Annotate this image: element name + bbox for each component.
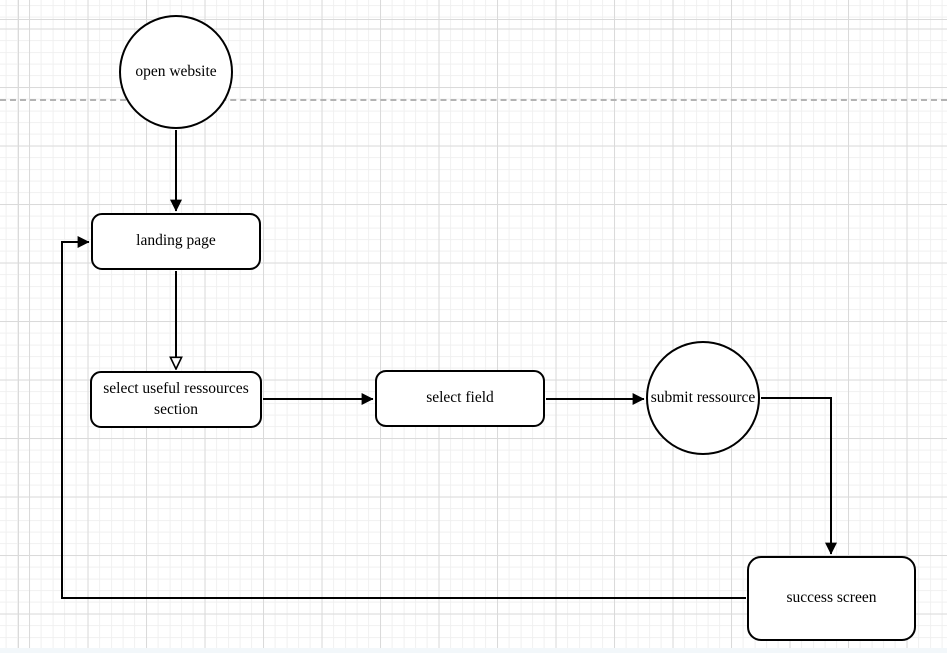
node-success-screen[interactable]: success screen [747, 556, 916, 641]
node-select-field[interactable]: select field [375, 370, 545, 427]
node-select-ressources-section[interactable]: select useful ressources section [90, 371, 262, 428]
node-select-ressources-section-label: select useful ressources section [103, 380, 249, 418]
connector-success-screen-to-landing-page[interactable] [61, 236, 746, 599]
node-success-screen-label: success screen [786, 589, 877, 607]
connector-submit-ressource-to-success-screen[interactable] [761, 397, 837, 555]
node-landing-page-label: landing page [136, 232, 216, 250]
node-submit-ressource[interactable]: submit ressource [646, 341, 760, 455]
node-submit-ressource-label: submit ressource [650, 388, 756, 406]
page-divider-dashed-line [0, 99, 947, 101]
page-edge-strip [0, 648, 947, 653]
node-landing-page[interactable]: landing page [91, 213, 261, 270]
node-select-field-label: select field [426, 389, 494, 407]
node-open-website[interactable]: open website [119, 15, 233, 129]
node-open-website-label: open website [135, 62, 217, 80]
